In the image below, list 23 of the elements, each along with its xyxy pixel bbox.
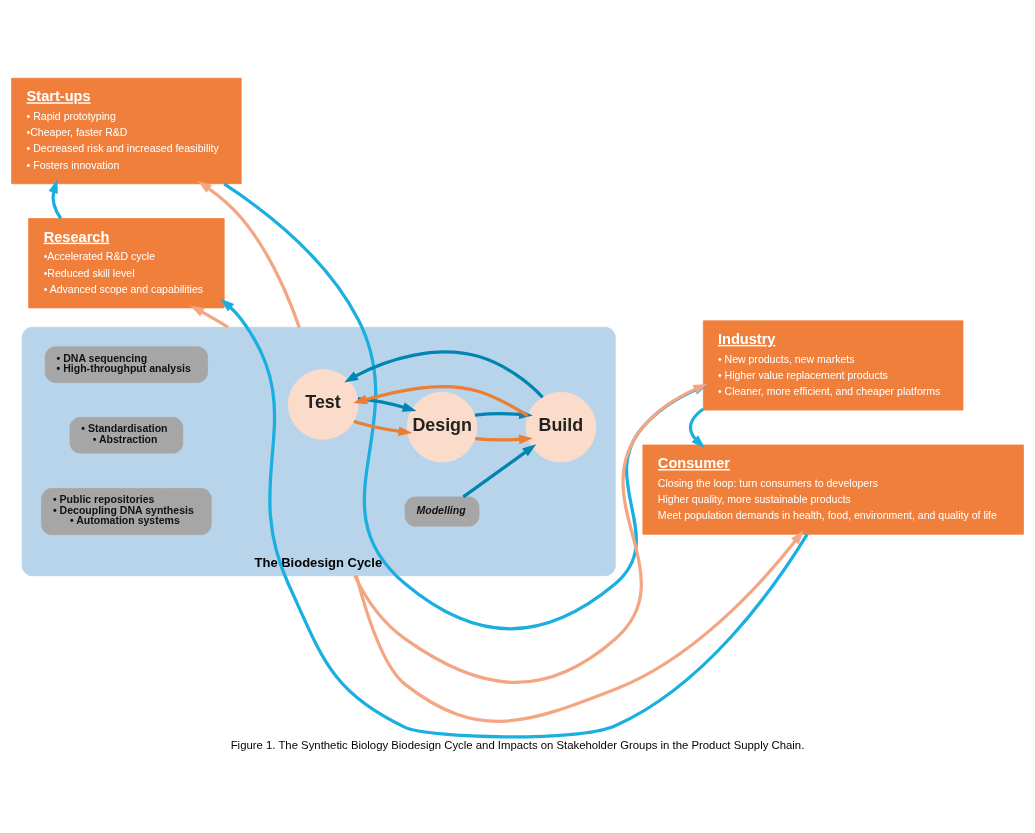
node-box: • DNA sequencing • High-throughput analysis (44, 345, 208, 383)
arrow (475, 434, 533, 444)
arrow (688, 407, 706, 448)
node-box: Modelling (404, 496, 480, 527)
node-box: • Standardisation • Abstraction (69, 416, 184, 454)
arrow (357, 396, 417, 412)
node-circle: Design (406, 391, 478, 462)
node-box: Research •Accelerated R&D cycle •Reduced skill level • Advanced scope and capabilities (28, 217, 225, 308)
arrow (48, 178, 63, 219)
arrow (220, 298, 809, 738)
node-box: Consumer Closing the loop: turn consumers to developers Higher quality, more sustainable products Meet population demands in health, food, environment, and quality of life (642, 444, 1024, 535)
node-circle: Build (525, 391, 597, 462)
arrow (197, 180, 301, 328)
arrow (354, 530, 804, 723)
arrow (462, 443, 537, 498)
arrow (344, 349, 544, 398)
arrow (353, 384, 529, 417)
arrow (190, 305, 230, 329)
arrow (353, 419, 413, 436)
caption: Figure 1. The Synthetic Biology Biodesign Cycle and Impacts on Stakeholder Groups in the Product Supply Chain. (230, 738, 805, 751)
node-box: Start-ups • Rapid prototyping •Cheaper, faster R&D • Decreased risk and increased feasibility • Fosters innovation (11, 77, 242, 184)
node-box: Industry • New products, new markets • Higher value replacement products • Cleaner, more efficient, and cheaper platforms (702, 319, 964, 411)
node-box: • Public repositories • Decoupling DNA synthesis • Automation systems (41, 487, 212, 535)
